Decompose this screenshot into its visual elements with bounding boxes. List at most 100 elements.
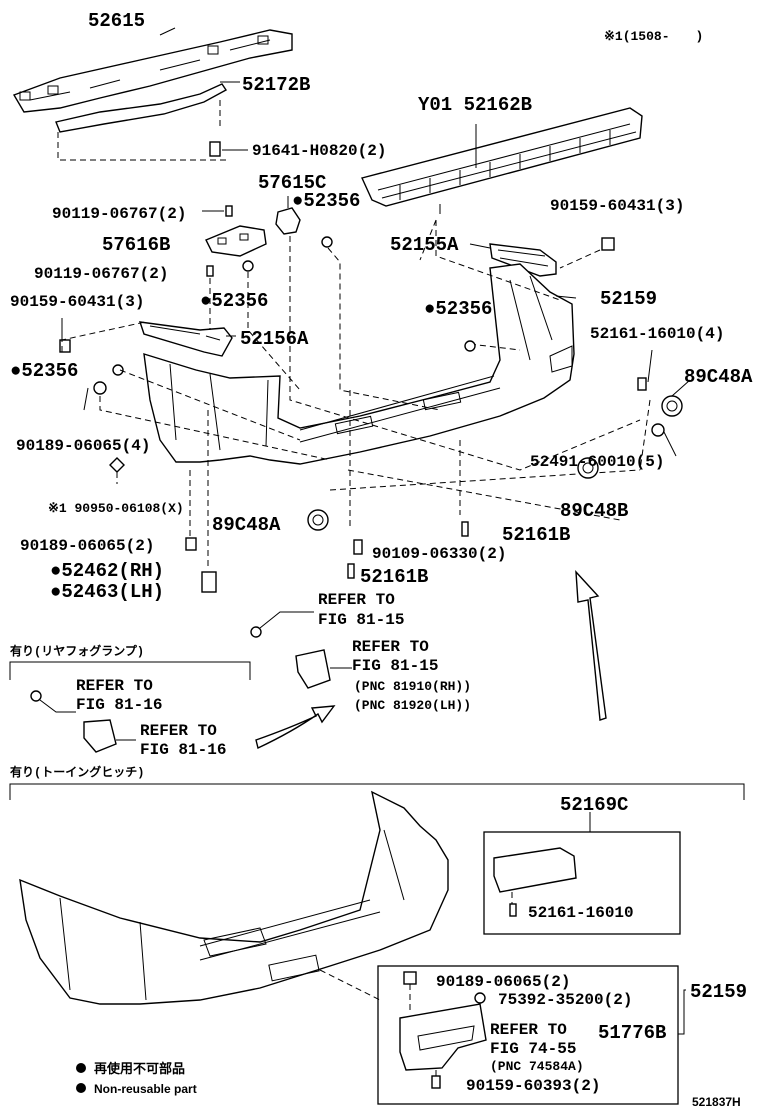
garnish-52162B-drawing — [361, 107, 643, 207]
clip-52356-a-drawing — [321, 236, 333, 248]
nut-90159-a-drawing — [59, 339, 71, 353]
hitch-cover-51776B-drawing — [399, 1003, 487, 1071]
box-towing-cover — [377, 965, 679, 1105]
refer-2-line1: REFER TO — [352, 638, 429, 656]
label-90119-a: 90119-06767(2) — [52, 205, 186, 223]
label-52161B-a: 52161B — [502, 524, 570, 546]
legend-text-en: Non-reusable part — [94, 1082, 197, 1096]
label-90119-b: 90119-06767(2) — [34, 265, 168, 283]
nut-90189-a-drawing — [93, 381, 107, 395]
clip-52356-b-drawing — [242, 260, 254, 272]
note-top-right: ※1(1508- ) — [604, 29, 703, 44]
refer-3-line2: FIG 81-16 — [76, 696, 162, 714]
label-57615C: 57615C — [258, 172, 326, 194]
pnc-81920: (PNC 81920(LH)) — [354, 698, 471, 713]
refer-2-line2: FIG 81-15 — [352, 657, 438, 675]
cover-89C48A-left-drawing — [307, 509, 329, 531]
label-52356-b: ●52356 — [200, 290, 268, 312]
refer-4-line1: REFER TO — [140, 722, 217, 740]
section-towing-hitch: 有り(トーイングヒッチ) — [10, 764, 144, 780]
nut-90189-c-drawing — [403, 971, 417, 985]
label-52615: 52615 — [88, 10, 145, 32]
legend-bullet-jp — [76, 1063, 86, 1073]
screw-90119-b-drawing — [206, 265, 214, 277]
label-51776B: 51776B — [598, 1022, 666, 1044]
label-90189-c: 90189-06065(2) — [436, 973, 570, 991]
label-52159-a: 52159 — [600, 288, 657, 310]
retainer-52155A-drawing — [489, 243, 557, 277]
retainer-52156A-drawing — [138, 321, 233, 357]
direction-arrow-main-drawing — [575, 570, 607, 721]
seal-52462-drawing — [201, 571, 217, 593]
nut-90189-b-drawing — [185, 537, 197, 551]
bolt-90109-drawing — [353, 539, 363, 555]
label-52356-d: ●52356 — [424, 298, 492, 320]
nut-52491-drawing — [651, 423, 665, 437]
refer-4-line2: FIG 81-16 — [140, 741, 226, 759]
label-90159-c: 90159-60393(2) — [466, 1077, 600, 1095]
box-52169C — [483, 831, 681, 935]
label-90109: 90109-06330(2) — [372, 545, 506, 563]
label-52491: 52491-60010(5) — [530, 453, 664, 471]
label-52155A: 52155A — [390, 234, 459, 256]
label-90159-b: 90159-60431(3) — [550, 197, 684, 215]
clip-75392-drawing — [474, 992, 486, 1004]
label-57616B: 57616B — [102, 234, 170, 256]
label-52161-a: 52161-16010(4) — [590, 325, 724, 343]
bracket-57615C-drawing — [275, 196, 301, 235]
section-rear-fog: 有り(リヤフォグランプ) — [10, 643, 144, 659]
label-52156A: 52156A — [240, 328, 309, 350]
refer-1-line1: REFER TO — [318, 591, 395, 609]
label-75392: 75392-35200(2) — [498, 991, 632, 1009]
bracket-57616B-drawing — [205, 225, 267, 257]
screw-52161-c-drawing — [509, 903, 517, 917]
refer-5-line1: REFER TO — [490, 1021, 567, 1039]
bumper-cover-52159-drawing — [143, 263, 575, 465]
legend-bullet-en — [76, 1083, 86, 1093]
bracket-52615-drawing — [12, 29, 293, 113]
label-52356-a: ●52356 — [292, 190, 360, 212]
step-pad-52169C-drawing — [493, 847, 577, 893]
label-52356-c: ●52356 — [10, 360, 78, 382]
label-90189-b: 90189-06065(2) — [20, 537, 154, 555]
label-52169C: 52169C — [560, 794, 628, 816]
screw-52161-a-drawing — [637, 349, 653, 391]
refer-3-line1: REFER TO — [76, 677, 153, 695]
label-90950: ※1 90950-06108(X) — [48, 501, 184, 516]
bolt-91641-drawing — [209, 141, 248, 157]
drawing-id: 521837H — [692, 1095, 741, 1109]
bumper-cover-towing-drawing — [19, 790, 449, 1005]
label-89C48A-left: 89C48A — [212, 514, 281, 536]
label-52463: ●52463(LH) — [50, 581, 164, 603]
cover-89C48B-drawing — [577, 457, 599, 479]
clip-52356-d-drawing — [464, 340, 476, 352]
label-90189-a: 90189-06065(4) — [16, 437, 150, 455]
reflector-drawing — [295, 649, 352, 689]
fog-lamp-drawing — [30, 690, 136, 753]
reflector-clip-drawing — [250, 626, 262, 638]
clip-52356-c-drawing — [112, 364, 124, 376]
label-91641: 91641-H0820(2) — [252, 142, 386, 160]
screw-90159-c-drawing — [431, 1075, 441, 1089]
label-52161-c: 52161-16010 — [528, 904, 634, 922]
pnc-74584A: (PNC 74584A) — [490, 1059, 584, 1074]
direction-arrow-small-drawing — [255, 705, 336, 749]
screw-52161B-a-drawing — [461, 521, 469, 537]
label-52172B: 52172B — [242, 74, 310, 96]
label-52161B-b: 52161B — [360, 566, 428, 588]
pnc-81910: (PNC 81910(RH)) — [354, 679, 471, 694]
screw-52161B-b-drawing — [347, 563, 355, 579]
label-52159-b: 52159 — [690, 981, 747, 1003]
nut-90159-b-drawing — [601, 237, 615, 251]
refer-1-line2: FIG 81-15 — [318, 611, 404, 629]
cover-89C48A-right-drawing — [661, 395, 683, 417]
label-52462: ●52462(RH) — [50, 560, 164, 582]
reinforcement-52172B-drawing — [55, 83, 228, 133]
legend-text-jp: 再使用不可部品 — [94, 1061, 185, 1077]
label-89C48A-right: 89C48A — [684, 366, 753, 388]
nut-90950-drawing — [109, 457, 125, 473]
label-90159-a: 90159-60431(3) — [10, 293, 144, 311]
refer-5-line2: FIG 74-55 — [490, 1040, 576, 1058]
label-89C48B: 89C48B — [560, 500, 628, 522]
